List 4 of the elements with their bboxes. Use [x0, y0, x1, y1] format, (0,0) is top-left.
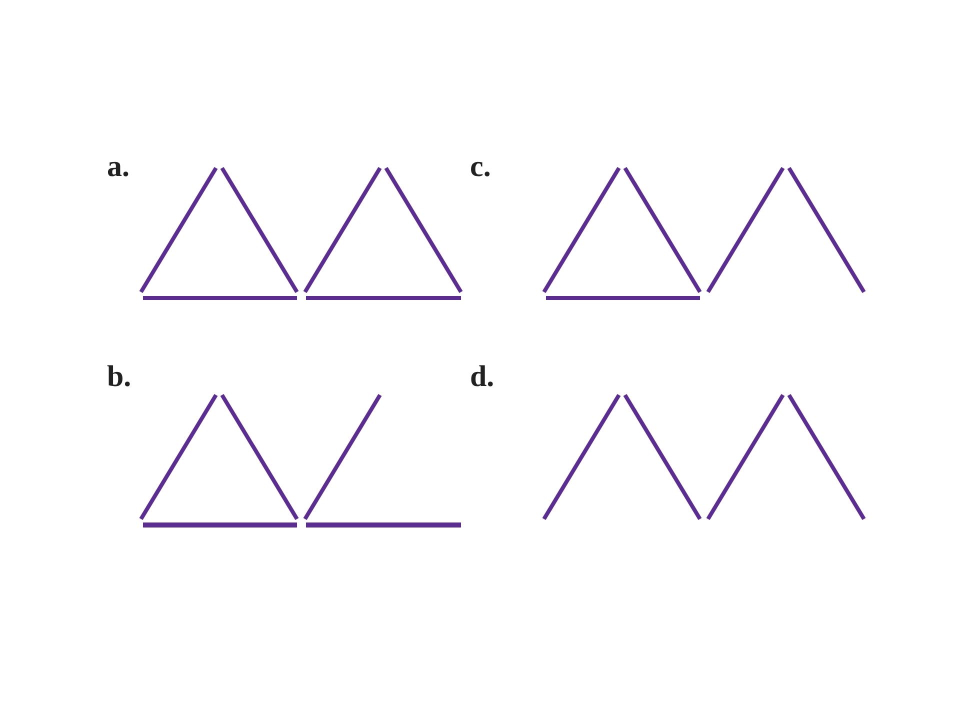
panel-label: a.	[107, 152, 130, 182]
panel-label: c.	[470, 152, 491, 182]
panel-label: b.	[107, 362, 132, 392]
panel-label: d.	[470, 362, 494, 392]
